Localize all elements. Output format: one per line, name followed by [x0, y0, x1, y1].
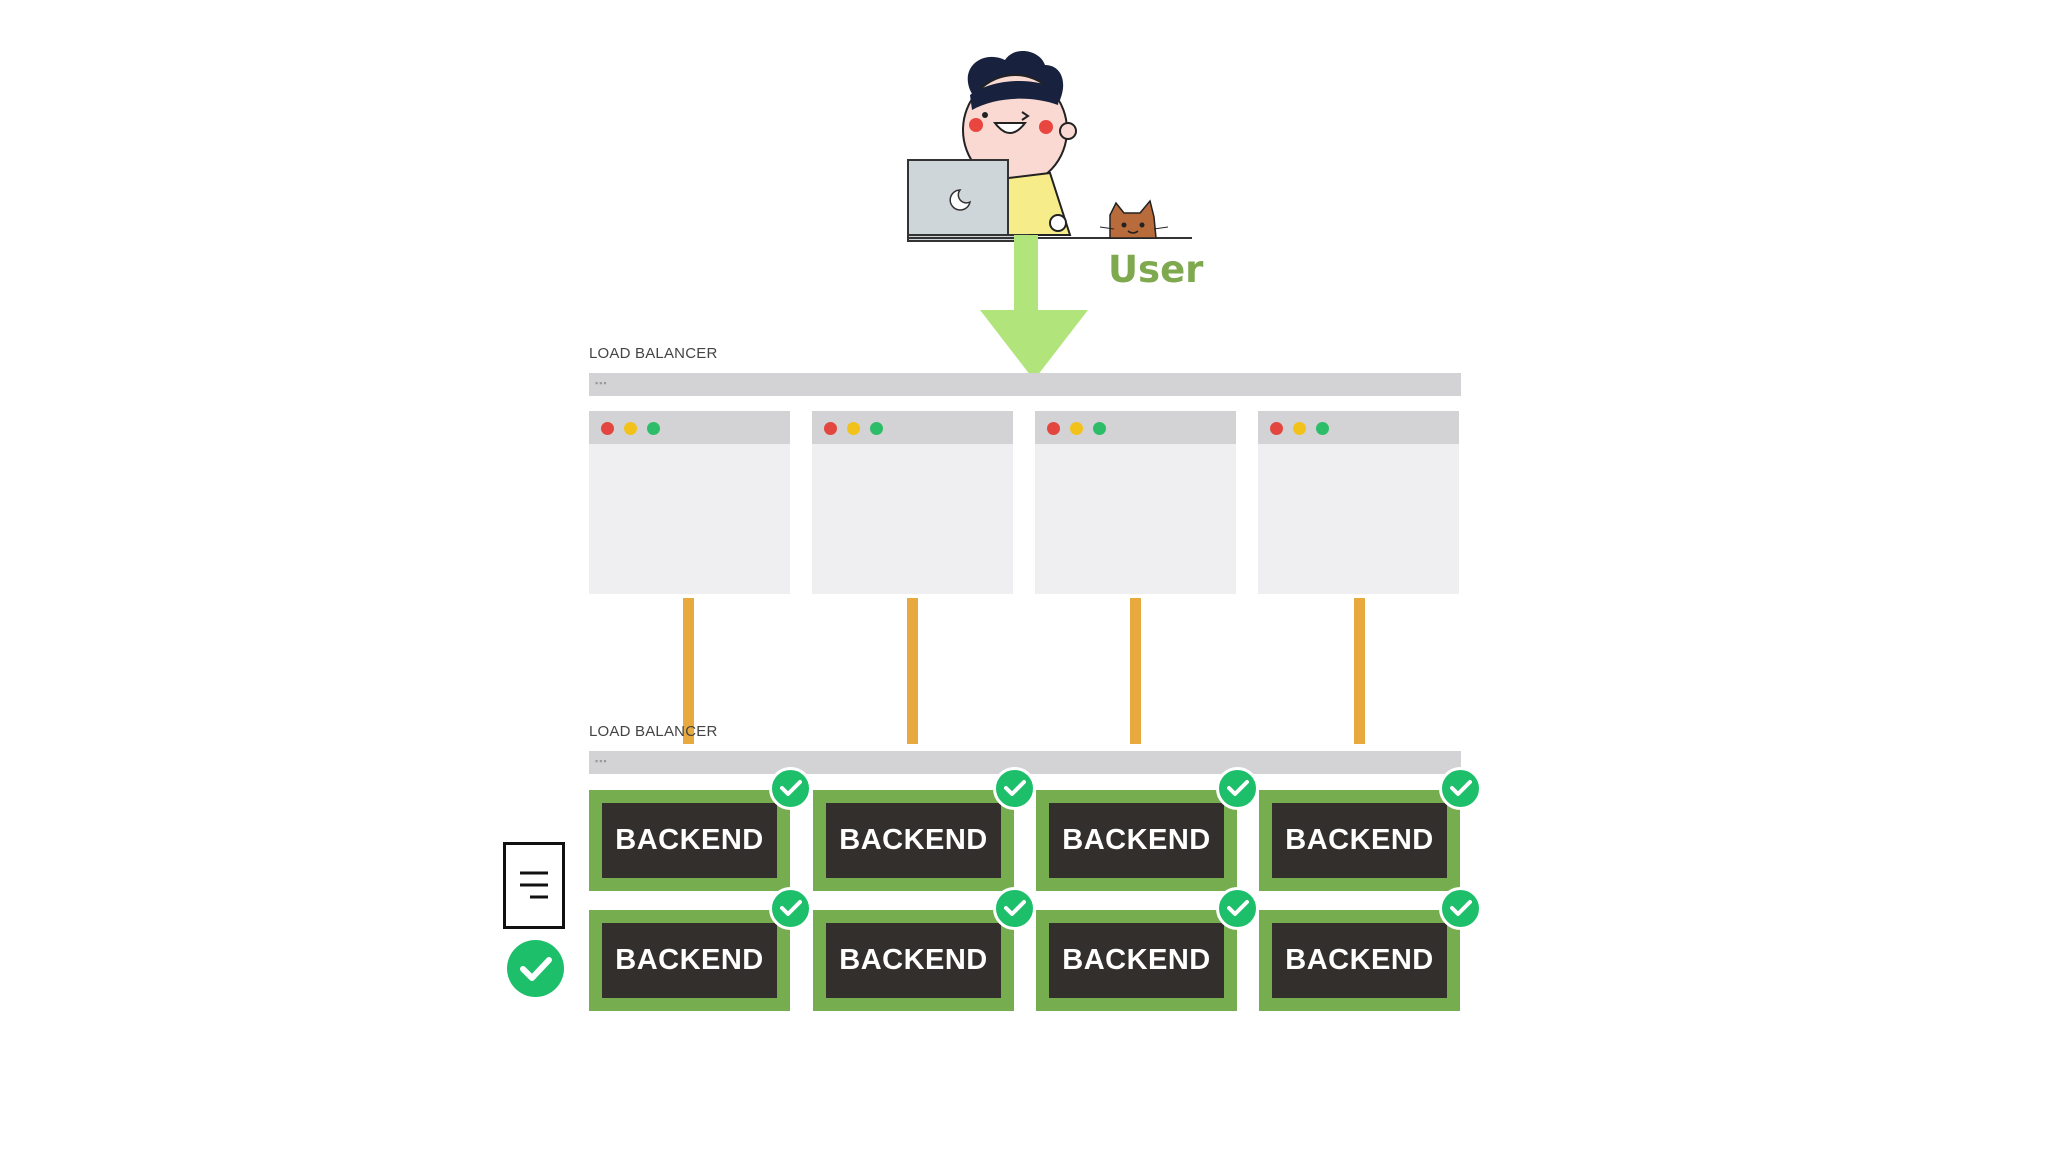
arrow-down-icon	[980, 235, 1088, 380]
load-balancer-bar-top: ▪▪▪	[589, 373, 1461, 396]
user-label: User	[1108, 248, 1204, 291]
connector-line	[683, 598, 694, 744]
backend-label: BACKEND	[826, 803, 1001, 878]
backend-server: BACKEND	[1036, 790, 1237, 891]
connector-line	[1354, 598, 1365, 744]
backend-server: BACKEND	[589, 910, 790, 1011]
close-dot-icon	[1047, 422, 1060, 435]
minimize-dot-icon	[847, 422, 860, 435]
window-titlebar	[589, 411, 790, 444]
maximize-dot-icon	[647, 422, 660, 435]
backend-label: BACKEND	[1049, 923, 1224, 998]
check-circle-icon	[1439, 887, 1482, 930]
frontend-window	[589, 411, 790, 594]
check-circle-icon	[769, 887, 812, 930]
backend-server: BACKEND	[589, 790, 790, 891]
load-balancer-dots: ▪▪▪	[595, 378, 608, 388]
maximize-dot-icon	[1093, 422, 1106, 435]
load-balancer-label-top: LOAD BALANCER	[589, 345, 718, 362]
window-titlebar	[1258, 411, 1459, 444]
document-icon	[503, 842, 565, 929]
close-dot-icon	[601, 422, 614, 435]
backend-label: BACKEND	[1272, 803, 1447, 878]
backend-label: BACKEND	[602, 803, 777, 878]
backend-server: BACKEND	[1259, 790, 1460, 891]
window-titlebar	[1035, 411, 1236, 444]
check-circle-icon	[993, 887, 1036, 930]
backend-server: BACKEND	[813, 790, 1014, 891]
check-circle-icon	[507, 940, 564, 997]
frontend-window	[1258, 411, 1459, 594]
check-circle-icon	[1216, 767, 1259, 810]
frontend-window	[812, 411, 1013, 594]
backend-label: BACKEND	[1272, 923, 1447, 998]
close-dot-icon	[824, 422, 837, 435]
minimize-dot-icon	[1070, 422, 1083, 435]
minimize-dot-icon	[1293, 422, 1306, 435]
connector-line	[1130, 598, 1141, 744]
backend-label: BACKEND	[1049, 803, 1224, 878]
check-circle-icon	[1439, 767, 1482, 810]
window-titlebar	[812, 411, 1013, 444]
backend-label: BACKEND	[602, 923, 777, 998]
minimize-dot-icon	[624, 422, 637, 435]
load-balancer-label-bottom: LOAD BALANCER	[589, 723, 718, 740]
check-circle-icon	[769, 767, 812, 810]
backend-server: BACKEND	[813, 910, 1014, 1011]
close-dot-icon	[1270, 422, 1283, 435]
backend-label: BACKEND	[826, 923, 1001, 998]
check-circle-icon	[1216, 887, 1259, 930]
connector-line	[907, 598, 918, 744]
backend-server: BACKEND	[1036, 910, 1237, 1011]
maximize-dot-icon	[870, 422, 883, 435]
check-circle-icon	[993, 767, 1036, 810]
load-balancer-dots: ▪▪▪	[595, 756, 608, 766]
user-illustration	[907, 50, 1192, 242]
cat-icon	[1099, 199, 1169, 239]
maximize-dot-icon	[1316, 422, 1329, 435]
backend-server: BACKEND	[1259, 910, 1460, 1011]
frontend-window	[1035, 411, 1236, 594]
